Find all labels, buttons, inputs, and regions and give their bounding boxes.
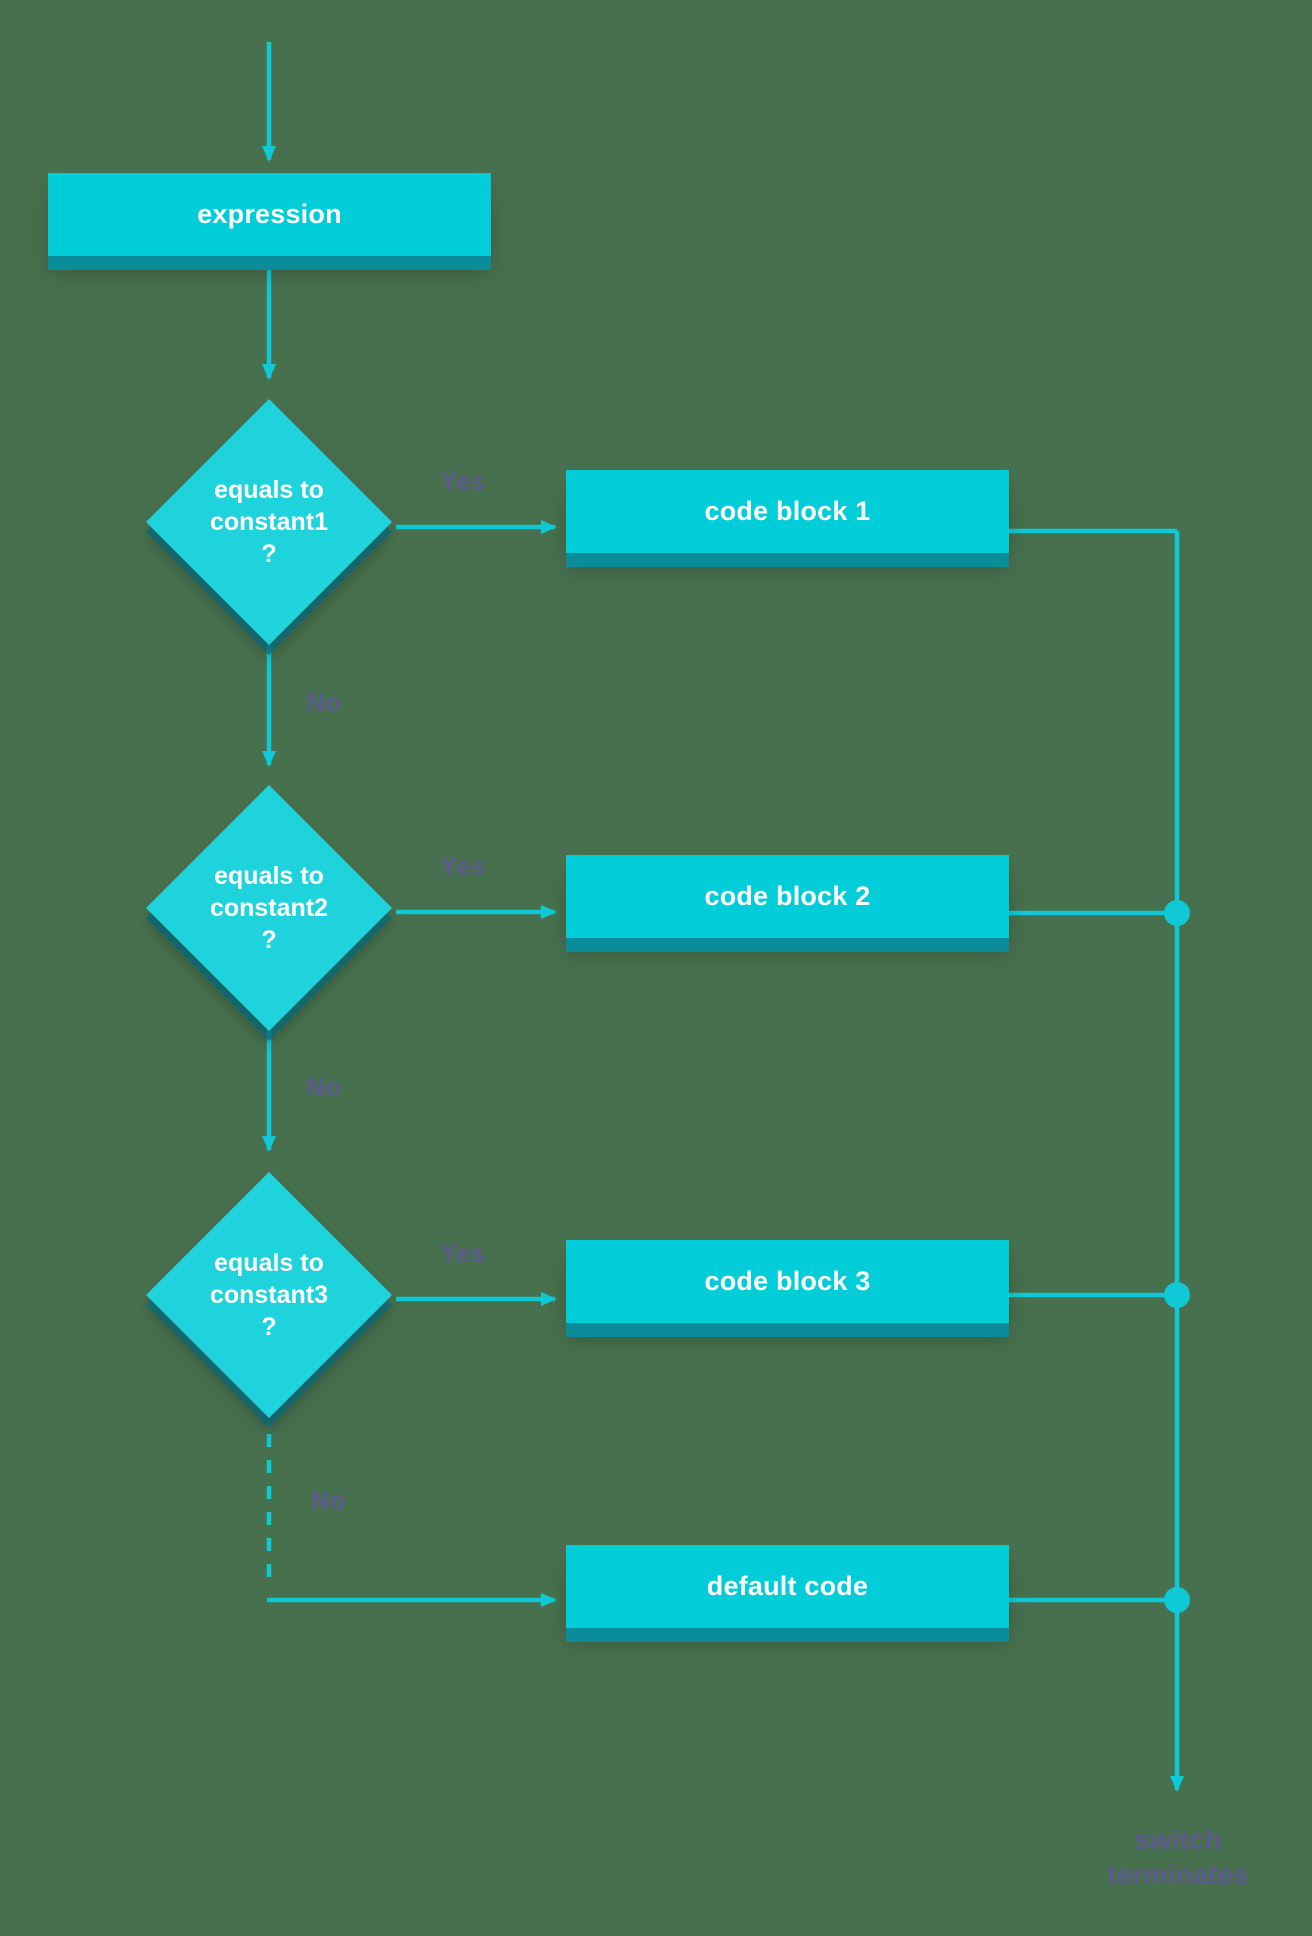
- node-decision1-label: equals to constant1 ?: [209, 476, 329, 568]
- node-code-block-1-label: code block 1: [704, 496, 871, 527]
- node-code-block-2[interactable]: code block 2: [566, 855, 1009, 938]
- edge-label-no-3: No: [311, 1485, 346, 1515]
- edge-label-yes-1: Yes: [440, 466, 485, 496]
- node-code-block-3[interactable]: code block 3: [566, 1240, 1009, 1323]
- junction-dot-default: [1164, 1587, 1190, 1613]
- node-decision2-label: equals to constant2 ?: [209, 862, 329, 954]
- node-decision2[interactable]: equals to constant2 ?: [146, 785, 392, 1031]
- node-default-code-label: default code: [706, 1571, 869, 1602]
- node-decision3[interactable]: equals to constant3 ?: [146, 1172, 392, 1418]
- node-decision3-label: equals to constant3 ?: [209, 1249, 329, 1341]
- node-code-block-1[interactable]: code block 1: [566, 470, 1009, 553]
- terminal-label-switch-terminates: switch terminates: [1107, 1824, 1249, 1890]
- node-decision1[interactable]: equals to constant1 ?: [146, 399, 392, 645]
- node-expression-label: expression: [197, 199, 342, 230]
- edge-label-no-2: No: [306, 1072, 341, 1102]
- junction-dot-block2: [1164, 900, 1190, 926]
- edge-label-no-1: No: [306, 687, 341, 717]
- edge-label-yes-3: Yes: [440, 1238, 485, 1268]
- node-expression[interactable]: expression: [48, 173, 491, 256]
- junction-dot-block3: [1164, 1282, 1190, 1308]
- node-code-block-3-label: code block 3: [704, 1266, 871, 1297]
- node-default-code[interactable]: default code: [566, 1545, 1009, 1628]
- node-code-block-2-label: code block 2: [704, 881, 871, 912]
- edge-label-yes-2: Yes: [440, 851, 485, 881]
